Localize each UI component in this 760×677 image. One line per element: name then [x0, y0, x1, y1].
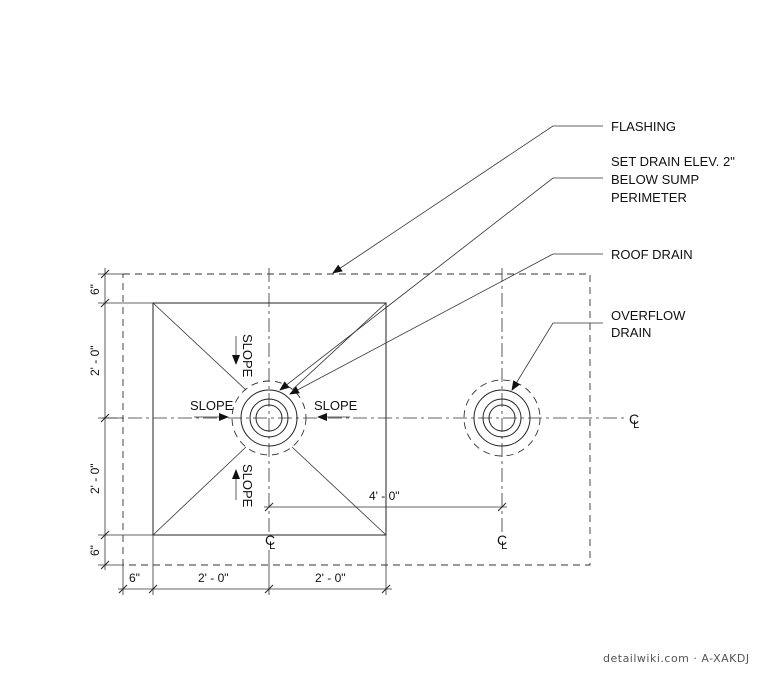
dim-left-top: 6" [88, 284, 102, 295]
watermark-text: detailwiki.com · A-XAKDJ [603, 652, 750, 665]
dim-bottom-left: 6" [129, 571, 140, 585]
bottom-dimension-string [118, 535, 392, 595]
slope-label-left: SLOPE [190, 398, 234, 413]
centerline-symbol-roof-drain: CL [265, 532, 275, 552]
sump-outline [152, 302, 387, 536]
flashing-outline [122, 273, 591, 566]
slope-indicator-bottom: SLOPE [232, 464, 255, 508]
slope-label-top: SLOPE [240, 334, 255, 378]
dim-drain-spacing: 4' - 0" [369, 489, 400, 503]
overflow-drain-label-line1: OVERFLOW [611, 308, 686, 323]
centerline-symbol-horizontal: CL [629, 411, 639, 431]
roof-drain-label: ROOF DRAIN [611, 247, 693, 262]
slope-label-right: SLOPE [314, 398, 358, 413]
set-drain-label-line3: PERIMETER [611, 190, 687, 205]
slope-indicator-left: SLOPE [190, 398, 234, 421]
overflow-drain-label-line2: DRAIN [611, 325, 651, 340]
dim-bottom-mid: 2' - 0" [198, 571, 229, 585]
flashing-label: FLASHING [611, 119, 676, 134]
overflow-drain-symbol [463, 379, 541, 457]
centerline-symbol-overflow-drain: CL [497, 532, 507, 552]
slope-indicator-right: SLOPE [314, 398, 358, 421]
drain-spacing-dimension [264, 502, 507, 512]
left-dimension-string [98, 268, 153, 570]
slope-diagonals [152, 302, 387, 536]
callout-leaders [279, 125, 603, 395]
set-drain-label-line1: SET DRAIN ELEV. 2" [611, 154, 735, 169]
slope-label-bottom: SLOPE [240, 464, 255, 508]
dim-bottom-right: 2' - 0" [315, 571, 346, 585]
set-drain-label-line2: BELOW SUMP [611, 172, 699, 187]
slope-indicator-top: SLOPE [232, 334, 255, 378]
centerlines [103, 268, 625, 533]
dim-left-bottom: 6" [88, 545, 102, 556]
dim-left-lower: 2' - 0" [88, 463, 102, 494]
roof-drain-symbol [231, 380, 307, 456]
dim-left-upper: 2' - 0" [88, 345, 102, 376]
